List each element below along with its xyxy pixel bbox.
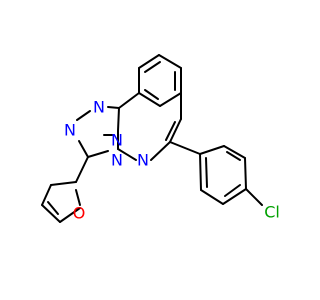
bond xyxy=(199,145,225,155)
bond xyxy=(47,201,59,215)
bond xyxy=(117,148,137,161)
bond xyxy=(200,189,224,205)
bond xyxy=(138,54,160,69)
atom-n3: N xyxy=(111,131,123,150)
bond xyxy=(223,145,246,159)
bond xyxy=(244,157,247,190)
bond xyxy=(158,54,182,69)
bond xyxy=(76,110,91,121)
triazole-ring xyxy=(76,106,120,158)
bond xyxy=(222,188,247,205)
bond xyxy=(205,157,208,188)
bond xyxy=(117,107,120,132)
bond xyxy=(150,141,171,161)
bond xyxy=(59,207,81,223)
bond xyxy=(75,189,81,206)
bond xyxy=(169,141,201,155)
bond xyxy=(224,184,241,197)
diazine-ring xyxy=(117,92,182,161)
furan-ring xyxy=(41,156,89,223)
bond xyxy=(75,156,89,183)
bond xyxy=(169,118,182,143)
bond xyxy=(107,106,120,109)
bond xyxy=(199,153,202,191)
atom-n2: N xyxy=(64,121,76,140)
chlorophenyl-ring xyxy=(169,141,263,206)
bond xyxy=(245,188,263,206)
atom-n1: N xyxy=(93,98,105,117)
atom-n5: N xyxy=(137,151,149,170)
bond xyxy=(78,140,89,158)
bond xyxy=(144,89,159,100)
bond xyxy=(144,61,161,73)
benzo-ring xyxy=(138,54,182,107)
bond xyxy=(226,151,241,161)
bond xyxy=(165,121,176,141)
atom-n4: N xyxy=(111,151,123,170)
bond xyxy=(118,92,140,109)
bond xyxy=(41,184,52,206)
structure-canvas: N N N N N O Cl xyxy=(41,54,280,223)
bond xyxy=(87,150,109,158)
molecule-drawing: N N N N N O Cl xyxy=(41,54,280,223)
atom-o1: O xyxy=(73,204,86,223)
bond xyxy=(50,181,77,186)
bond xyxy=(138,92,161,107)
atom-cl1: Cl xyxy=(264,203,280,222)
bond xyxy=(41,204,61,223)
bond xyxy=(159,92,182,107)
